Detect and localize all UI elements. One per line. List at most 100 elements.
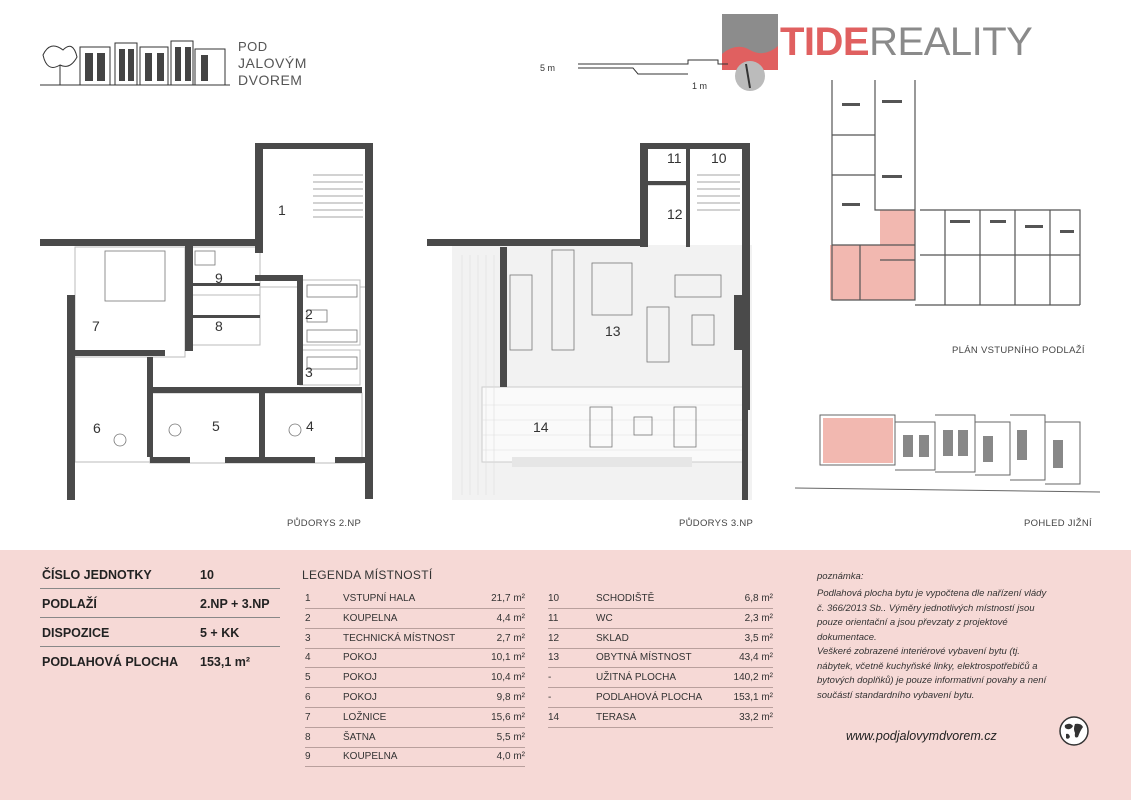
note-paragraph-2: Veškeré zobrazené interiérové vybavení b… xyxy=(817,646,1047,701)
project-name-line1: POD xyxy=(238,39,268,54)
legend-row-number: 2 xyxy=(305,612,311,624)
room-number-1: 1 xyxy=(278,202,286,218)
legend-row-area: 15,6 m² xyxy=(491,711,525,723)
legend-row-area: 2,3 m² xyxy=(744,612,773,624)
brand-name: TIDEREALITY xyxy=(780,20,1033,64)
legend-row-number: 5 xyxy=(305,672,311,684)
caption-floor-3np: PŮDORYS 3.NP xyxy=(679,518,754,529)
room-number-5: 5 xyxy=(212,418,220,434)
legend-row-divider xyxy=(305,766,525,768)
legend-row-name: SCHODIŠTĚ xyxy=(596,593,655,604)
divider xyxy=(40,646,280,647)
legend-row-number: 11 xyxy=(548,612,559,624)
legend-row-divider xyxy=(548,707,773,708)
legend-row-name: VSTUPNÍ HALA xyxy=(343,593,416,604)
legend-row: - PODLAHOVÁ PLOCHA 153,1 m² xyxy=(548,691,773,705)
room-number-12: 12 xyxy=(667,206,683,222)
legend-row-area: 10,4 m² xyxy=(491,672,525,684)
caption-entrance-floor: PLÁN VSTUPNÍHO PODLAŽÍ xyxy=(952,345,1085,356)
legend-row-number: 6 xyxy=(305,692,311,703)
legend-row-divider xyxy=(305,707,525,708)
legend-row-divider xyxy=(305,687,525,689)
legend-row-name: PODLAHOVÁ PLOCHA xyxy=(596,692,703,703)
room-number-13: 13 xyxy=(605,323,621,339)
legend-row-number: 8 xyxy=(305,731,311,743)
legend-row-number: - xyxy=(548,672,552,684)
legend-row-name: WC xyxy=(596,612,613,624)
room-number-9: 9 xyxy=(215,270,223,286)
legend-row-area: 2,7 m² xyxy=(496,632,525,644)
project-name-line3: DVOREM xyxy=(238,72,303,88)
floor-plan-3np xyxy=(427,143,752,500)
website-link[interactable]: www.podjalovymdvorem.cz xyxy=(846,729,997,743)
legend-row-area: 43,4 m² xyxy=(739,652,773,664)
legend-row: 13 OBYTNÁ MÍSTNOST 43,4 m² xyxy=(548,651,773,665)
room-number-2: 2 xyxy=(305,306,313,322)
legend-row-number: - xyxy=(548,692,552,703)
legend-row-number: 9 xyxy=(305,751,311,763)
legend-row-area: 153,1 m² xyxy=(733,692,773,703)
legend-row-divider xyxy=(305,667,525,669)
legend-row-name: UŽITNÁ PLOCHA xyxy=(596,672,677,684)
legend-row: 8 ŠATNA 5,5 m² xyxy=(305,731,525,745)
room-number-3: 3 xyxy=(305,364,313,380)
legend-row-name: LOŽNICE xyxy=(343,711,387,723)
unit-number-value: 10 xyxy=(200,568,214,582)
unit-floor-label: PODLAŽÍ xyxy=(42,597,97,611)
legend-row-area: 5,5 m² xyxy=(496,731,525,743)
legend-row-divider xyxy=(305,608,525,609)
legend-row-divider xyxy=(305,726,525,728)
room-number-6: 6 xyxy=(93,420,101,436)
south-elevation xyxy=(795,414,1100,493)
room-number-11: 11 xyxy=(667,150,682,166)
scale-label-1m: 1 m xyxy=(692,81,708,91)
legend-row-area: 140,2 m² xyxy=(733,672,773,684)
legend-row-name: KOUPELNA xyxy=(343,751,398,763)
unit-layout-label: DISPOZICE xyxy=(42,626,110,640)
legend-row-number: 13 xyxy=(548,652,560,664)
project-sketch-illustration xyxy=(40,40,230,86)
unit-area-value: 153,1 m² xyxy=(200,655,251,669)
legend-row-name: TERASA xyxy=(596,711,637,723)
brand-part1: TIDE xyxy=(780,20,870,64)
legend-row-number: 4 xyxy=(305,652,311,664)
legend-row-area: 6,8 m² xyxy=(744,593,773,604)
legend-row-divider xyxy=(548,687,773,689)
legend-row: 12 SKLAD 3,5 m² xyxy=(548,632,773,646)
divider xyxy=(40,588,280,589)
room-number-8: 8 xyxy=(215,318,223,334)
legend-row-divider xyxy=(548,647,773,649)
legend-row-number: 12 xyxy=(548,632,560,644)
entrance-floor-plan xyxy=(830,80,1081,306)
legend-row-name: ŠATNA xyxy=(343,731,376,743)
legend-row-name: SKLAD xyxy=(596,632,629,644)
note-title: poznámka: xyxy=(817,571,864,582)
legend-row-area: 33,2 m² xyxy=(739,711,773,723)
legend-row: - UŽITNÁ PLOCHA 140,2 m² xyxy=(548,671,773,685)
legend-row-name: POKOJ xyxy=(343,652,377,664)
legend-row-name: POKOJ xyxy=(343,692,377,703)
legend-row-name: TECHNICKÁ MÍSTNOST xyxy=(343,632,456,644)
legend-row-area: 4,0 m² xyxy=(496,751,525,763)
legend-row-divider xyxy=(305,746,525,748)
legend-row-number: 3 xyxy=(305,632,311,644)
legend-row-number: 1 xyxy=(305,593,311,604)
caption-floor-2np: PŮDORYS 2.NP xyxy=(287,518,362,529)
divider xyxy=(40,617,280,618)
room-number-7: 7 xyxy=(92,318,100,334)
unit-layout-value: 5 + KK xyxy=(200,626,240,640)
room-number-14: 14 xyxy=(533,419,549,435)
legend-row-divider xyxy=(305,627,525,629)
project-name: POD JALOVÝM DVOREM xyxy=(238,38,307,89)
legend-row-name: OBYTNÁ MÍSTNOST xyxy=(596,652,692,664)
legend-row-area: 3,5 m² xyxy=(744,632,773,644)
brand-part2: REALITY xyxy=(869,20,1033,64)
plans-area: POD JALOVÝM DVOREM TIDEREALITY 5 m 1 m xyxy=(40,14,1100,529)
